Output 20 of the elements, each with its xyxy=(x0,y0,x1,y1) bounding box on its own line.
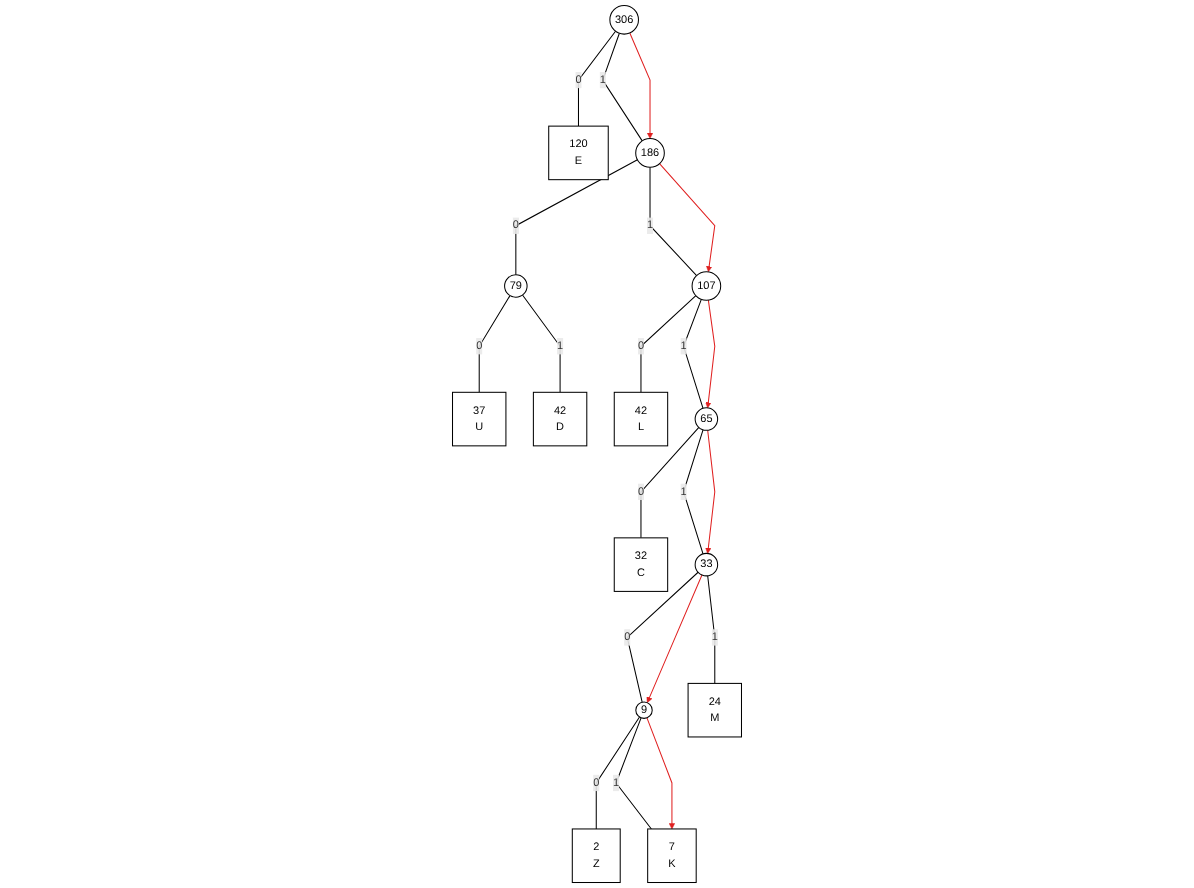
connector xyxy=(649,166,698,277)
connector xyxy=(602,32,643,142)
connector xyxy=(522,294,561,393)
connector xyxy=(640,295,697,393)
connector xyxy=(640,426,700,539)
arrow xyxy=(705,299,716,409)
arrow xyxy=(705,429,716,554)
connector xyxy=(626,571,699,703)
connector xyxy=(595,716,641,830)
connector xyxy=(577,30,617,127)
connector xyxy=(615,717,652,830)
arrow xyxy=(646,574,703,703)
connector xyxy=(683,429,704,555)
arrow xyxy=(629,32,654,139)
connector xyxy=(515,159,638,276)
arrow xyxy=(646,717,675,830)
connector xyxy=(683,298,704,409)
connector xyxy=(478,295,511,393)
connector xyxy=(707,575,716,684)
arrow xyxy=(659,163,716,273)
